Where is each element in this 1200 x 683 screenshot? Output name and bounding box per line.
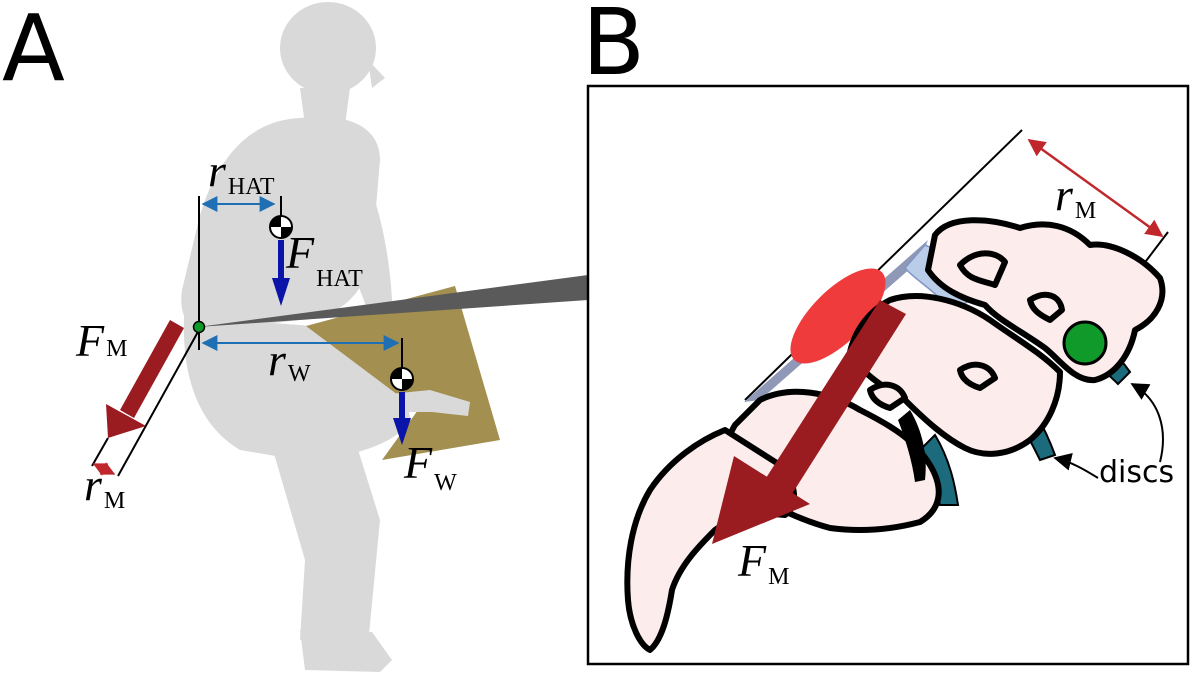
f-m-arrow-a bbox=[106, 320, 184, 438]
panel-a-letter: A bbox=[2, 0, 65, 102]
spinous-process bbox=[957, 250, 1008, 288]
pivot-point-a bbox=[192, 320, 206, 334]
r-hat-label: rHAT bbox=[208, 145, 275, 200]
vertebrae bbox=[624, 217, 1166, 653]
muscle-belly bbox=[790, 268, 886, 364]
r-m-lever-arm-a bbox=[92, 462, 116, 476]
r-w-label: rW bbox=[268, 334, 311, 387]
f-hat-arrow bbox=[272, 240, 290, 306]
f-w-label: FW bbox=[403, 437, 457, 496]
facet-middle bbox=[957, 361, 998, 391]
discs-pointer-upper bbox=[1130, 383, 1164, 463]
muscle-line-b bbox=[744, 129, 1023, 401]
spinal-canal-shadow bbox=[898, 410, 926, 482]
facet-lower bbox=[867, 381, 908, 411]
f-hat-label: FHAT bbox=[285, 227, 363, 292]
f-w-arrow bbox=[393, 392, 411, 445]
facet-upper bbox=[1027, 291, 1065, 323]
panel-a: A rHAT bbox=[2, 0, 588, 672]
w-center-of-mass-icon bbox=[390, 367, 414, 391]
panel-b: B bbox=[582, 0, 1190, 666]
back-line bbox=[117, 329, 200, 477]
f-m-arrow-b bbox=[712, 300, 906, 544]
r-m-label-b: rM bbox=[1055, 169, 1096, 224]
f-m-label-b: FM bbox=[737, 535, 789, 590]
r-m-lever-arm-b bbox=[1027, 138, 1164, 238]
zoom-wedge bbox=[198, 275, 588, 327]
muscle-line-a bbox=[91, 437, 109, 467]
f-m-label-a: FM bbox=[75, 315, 127, 366]
human-silhouette bbox=[181, 2, 470, 672]
panel-b-letter: B bbox=[582, 0, 645, 96]
discs-label: discs bbox=[1099, 455, 1174, 490]
discs-pointer-lower bbox=[1053, 452, 1099, 479]
r-m-label-a: rM bbox=[84, 459, 125, 514]
pivot-point-b bbox=[1062, 320, 1108, 366]
